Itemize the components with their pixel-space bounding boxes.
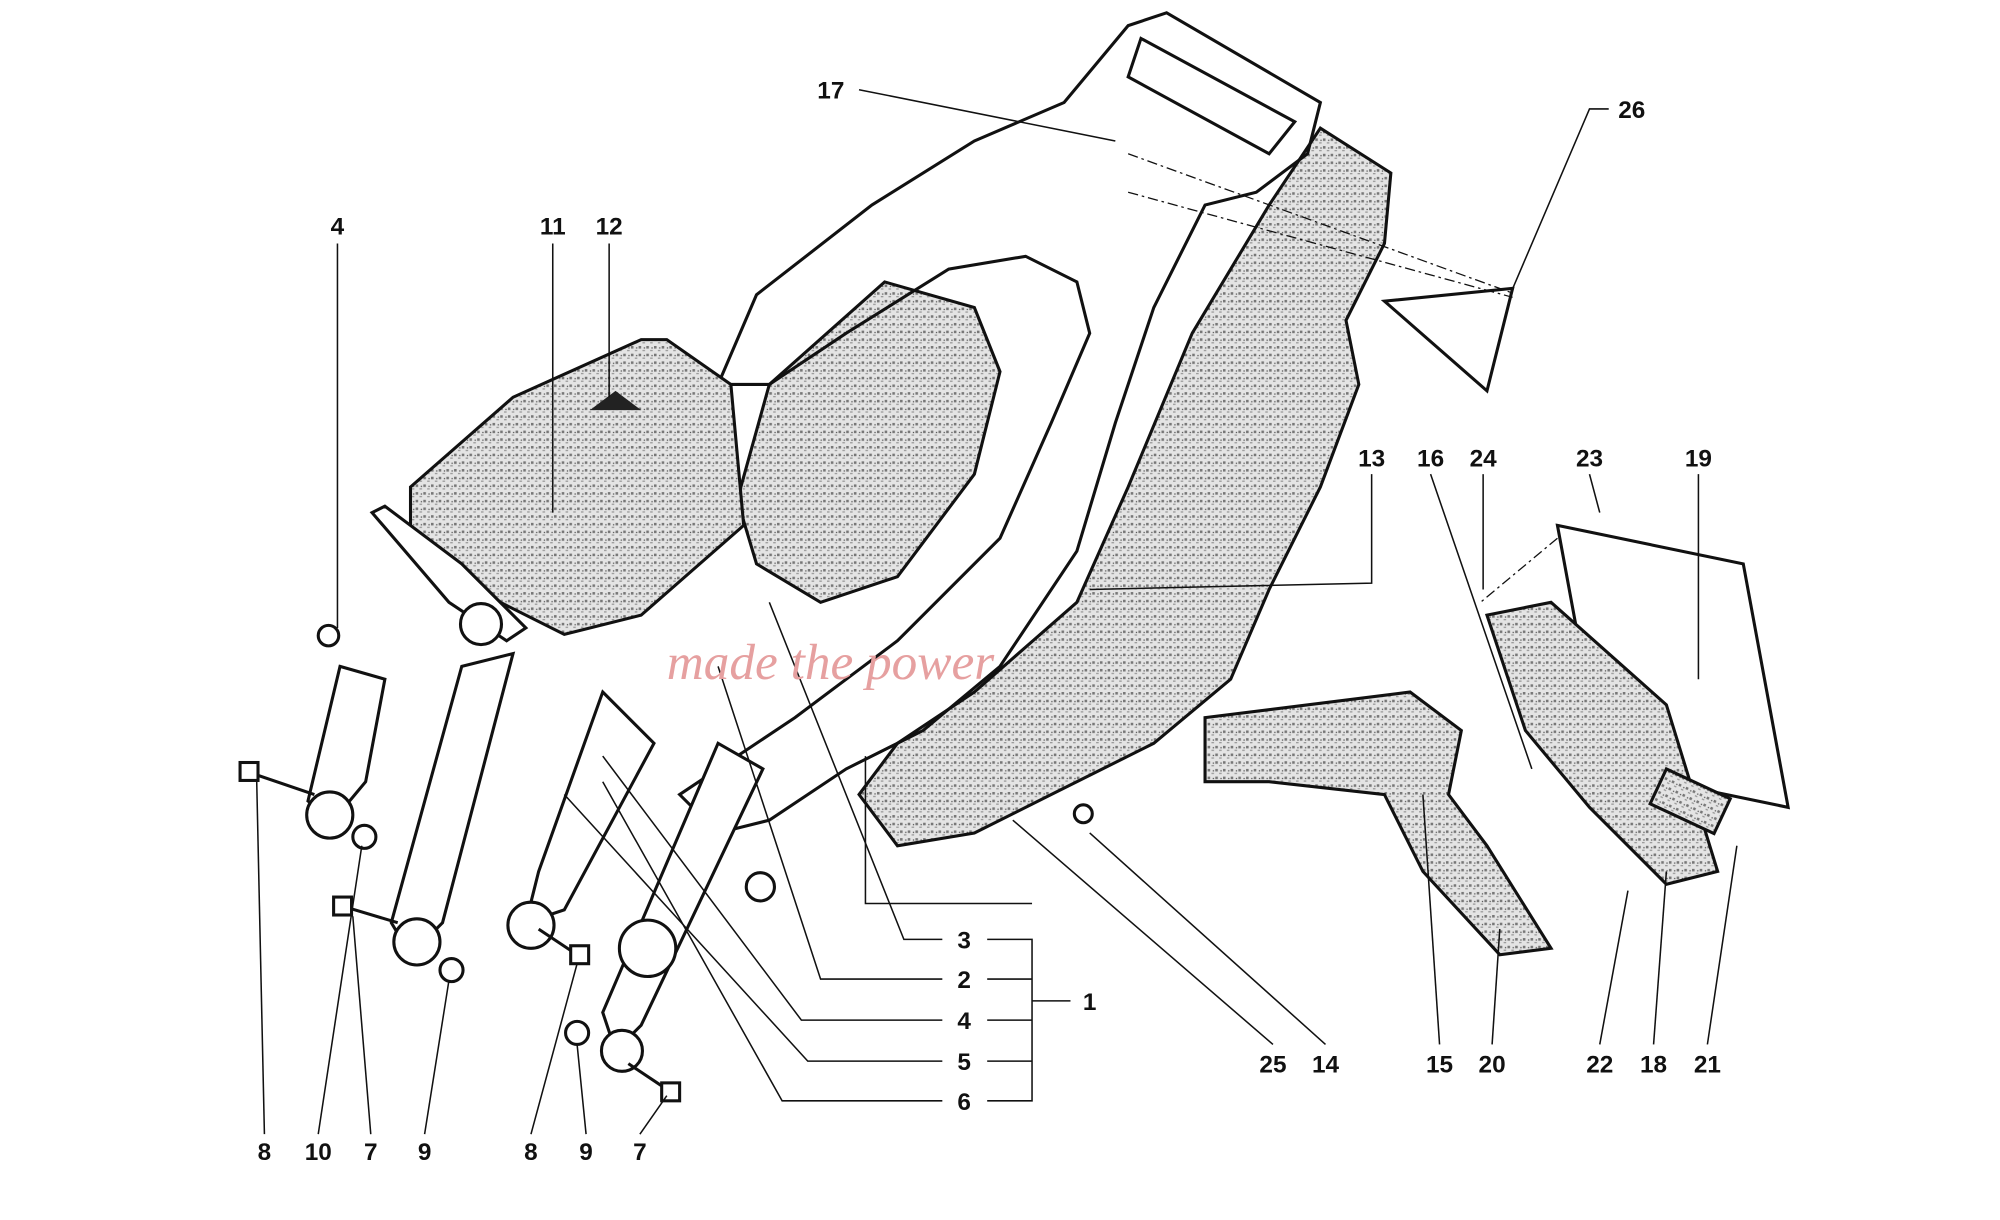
callout-25: 25 bbox=[1259, 1052, 1286, 1079]
callout-18: 18 bbox=[1640, 1052, 1667, 1079]
callout-8: 8 bbox=[524, 1139, 538, 1166]
callout-22: 22 bbox=[1586, 1052, 1613, 1079]
callout-8: 8 bbox=[258, 1139, 272, 1166]
callout-4: 4 bbox=[957, 1008, 971, 1035]
strut-eye bbox=[599, 1028, 644, 1073]
callout-14: 14 bbox=[1312, 1052, 1340, 1079]
callout-7: 7 bbox=[633, 1139, 647, 1166]
left-lower-strut bbox=[389, 651, 516, 958]
callout-2: 2 bbox=[957, 967, 971, 994]
callout-9: 9 bbox=[418, 1139, 432, 1166]
watermark-slogan: made the power bbox=[667, 634, 995, 691]
callout-6: 6 bbox=[957, 1089, 971, 1116]
callout-15: 15 bbox=[1426, 1052, 1453, 1079]
callout-21: 21 bbox=[1694, 1052, 1721, 1079]
callout-19: 19 bbox=[1685, 445, 1712, 472]
callout-17: 17 bbox=[817, 78, 844, 105]
watermark: made the power bbox=[667, 634, 995, 691]
under-seat-tray bbox=[735, 280, 1002, 604]
right-strut bbox=[523, 689, 656, 926]
callout-5: 5 bbox=[957, 1049, 971, 1076]
grab-rail bbox=[1126, 36, 1298, 156]
callout-10: 10 bbox=[305, 1139, 332, 1166]
bracket-eye bbox=[458, 602, 504, 647]
rear-fender bbox=[857, 126, 1393, 848]
strut-eye bbox=[506, 900, 556, 950]
callout-24: 24 bbox=[1470, 445, 1498, 472]
plate-holder bbox=[1484, 600, 1720, 886]
strut-eye bbox=[617, 918, 678, 979]
cover-plate bbox=[1380, 286, 1515, 394]
callout-20: 20 bbox=[1479, 1052, 1506, 1079]
callout-labels: 17 26 4 11 12 13 16 24 23 19 3 2 4 5 6 1… bbox=[258, 78, 1721, 1166]
callout-12: 12 bbox=[596, 214, 623, 241]
callout-11: 11 bbox=[540, 214, 566, 241]
callout-23: 23 bbox=[1576, 445, 1603, 472]
callout-1: 1 bbox=[1083, 989, 1097, 1016]
license-plate-support bbox=[1203, 690, 1554, 957]
callout-7: 7 bbox=[364, 1139, 378, 1166]
strut-eye bbox=[392, 917, 442, 967]
callout-3: 3 bbox=[957, 927, 971, 954]
callout-16: 16 bbox=[1417, 445, 1444, 472]
callout-13: 13 bbox=[1358, 445, 1385, 472]
strut-eye bbox=[305, 790, 355, 840]
reflector bbox=[1648, 766, 1733, 836]
callout-26: 26 bbox=[1618, 97, 1645, 124]
bolts bbox=[238, 623, 1094, 1103]
callout-4: 4 bbox=[331, 214, 345, 241]
callout-9: 9 bbox=[579, 1139, 593, 1166]
leader-lines bbox=[255, 88, 1738, 1135]
warning-triangle-icon bbox=[589, 390, 642, 411]
